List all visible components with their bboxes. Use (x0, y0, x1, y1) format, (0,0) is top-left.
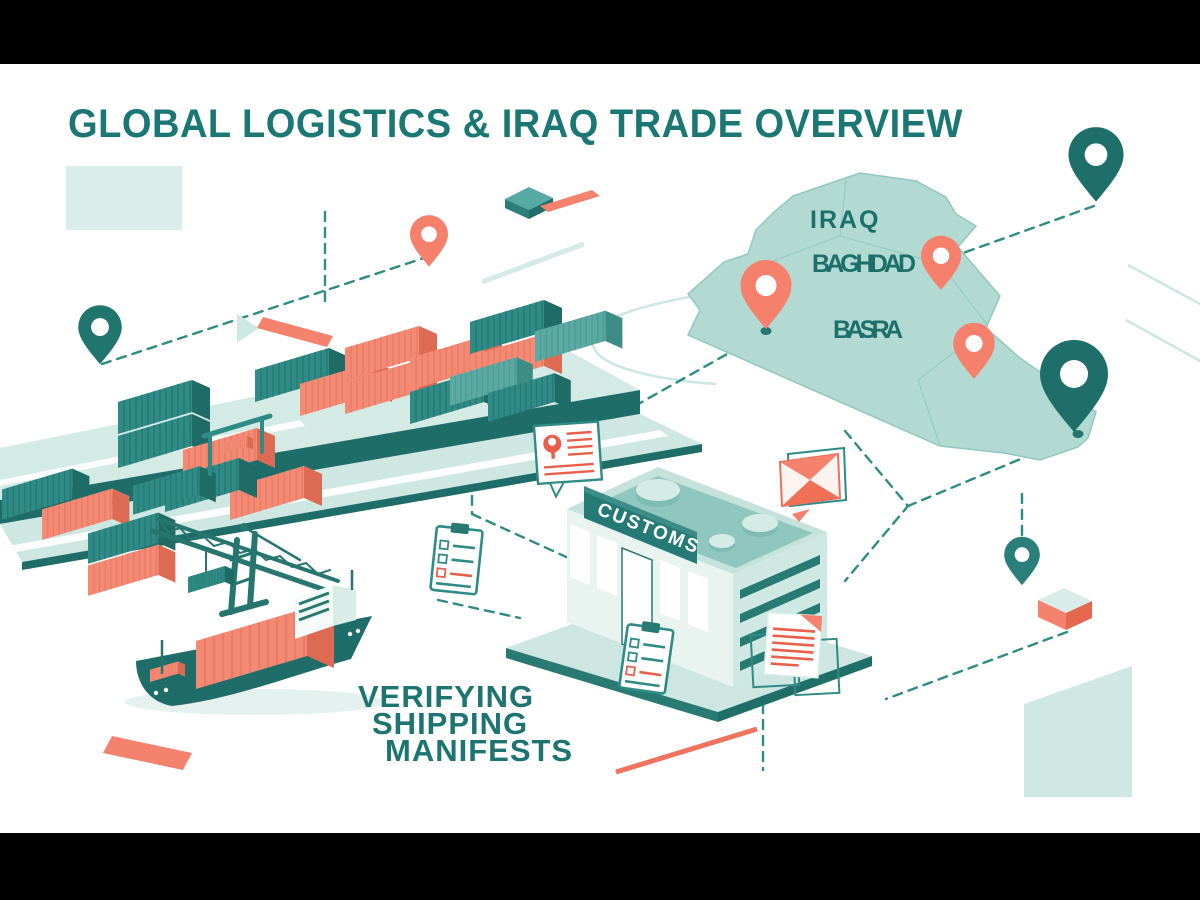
building-roof-vents (636, 479, 778, 552)
location-pin-icon-port (409, 215, 449, 267)
caption-line-2: SHIPPING (372, 706, 528, 741)
cargo-ship (125, 570, 385, 715)
caption-line-3: MANIFESTS (385, 733, 573, 768)
iraq-map-shape (686, 172, 1097, 461)
letterbox-bar-bottom (0, 833, 1200, 900)
arrow-right-icon (237, 314, 259, 343)
iraq-map: IRAQ BAGHDAD BASRA (686, 172, 1097, 461)
map-dot-west (760, 327, 772, 335)
ship-superstructure (295, 570, 356, 639)
map-label-basra: BASRA (833, 316, 905, 344)
send-arrow-icon (792, 509, 810, 522)
map-dot-southeast (1072, 430, 1084, 438)
caption-line-1: VERIFYING (358, 679, 534, 714)
decor-line-bottom-center (615, 726, 758, 775)
route-outline-left-arc (590, 292, 717, 386)
location-pin-icon-left (78, 305, 122, 365)
manifest-document-icon (749, 611, 841, 697)
envelope-icon (778, 446, 848, 522)
caption: VERIFYING SHIPPING MANIFESTS (358, 679, 573, 768)
map-label-iraq: IRAQ (810, 206, 881, 234)
location-pin-icon-bottom-right (1004, 536, 1040, 586)
ship-portholes (153, 628, 361, 696)
decor-line-center (481, 241, 585, 285)
decor-polygon-bottom-right (1024, 666, 1132, 797)
decor-arrow-and-band (237, 314, 333, 347)
customs-building: CUSTOMS (506, 467, 872, 722)
decor-box-bottom-right (1038, 588, 1092, 630)
gantry-crane (201, 413, 273, 476)
decor-band-bottom-left (103, 736, 192, 770)
route-outline-right-2 (1125, 318, 1200, 363)
decor-tile-and-stripe (505, 187, 600, 219)
building-base-edge-left (506, 648, 718, 722)
quay-crane (150, 517, 340, 617)
decor-square-top-left (66, 166, 182, 230)
clipboard-icon-left (429, 519, 485, 596)
building-windows (570, 524, 708, 632)
map-label-baghdad: BAGHDAD (812, 250, 918, 278)
location-pin-icon-top-right (1068, 127, 1124, 202)
page-title: GLOBAL LOGISTICS & IRAQ TRADE OVERVIEW (68, 102, 963, 146)
clipboard-icon-center (617, 617, 676, 696)
route-outline-right-1 (1127, 263, 1200, 306)
document-search-icon (532, 420, 604, 499)
letterbox-bar-top (0, 0, 1200, 64)
customs-sign: CUSTOMS (584, 486, 703, 564)
